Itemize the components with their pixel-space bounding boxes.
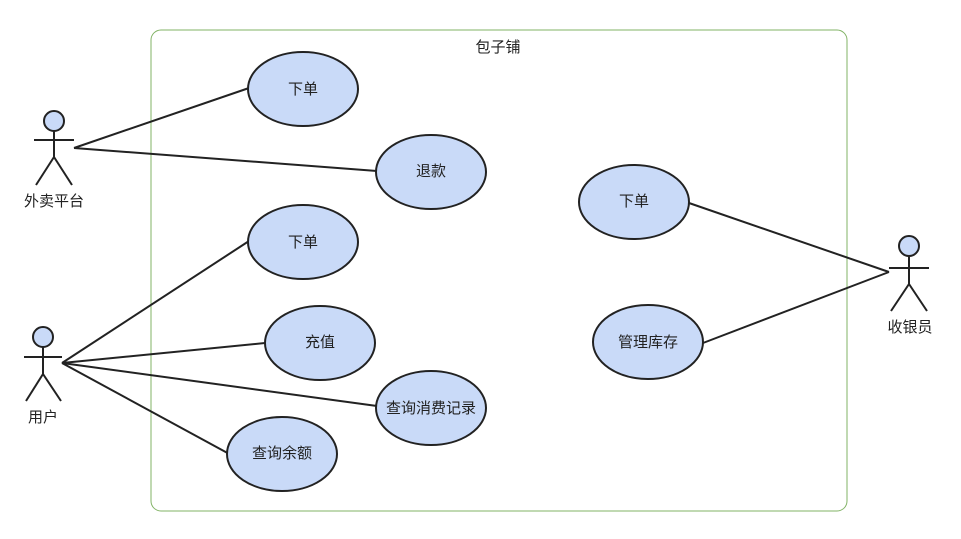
use-case-user-query-records[interactable]: 查询消费记录 xyxy=(375,370,487,446)
assoc-cashier-order xyxy=(688,202,890,273)
actor-head xyxy=(43,110,65,132)
actor-delivery-platform[interactable]: 外卖平台 xyxy=(24,110,84,210)
actor-label: 外卖平台 xyxy=(24,192,84,210)
use-case-label: 下单 xyxy=(619,192,649,210)
actor-head xyxy=(32,326,54,348)
assoc-platform-order xyxy=(73,87,250,149)
use-case-label: 查询消费记录 xyxy=(386,399,476,417)
actor-user[interactable]: 用户 xyxy=(24,326,62,426)
use-case-user-recharge[interactable]: 充值 xyxy=(264,305,376,381)
use-case-cashier-order[interactable]: 下单 xyxy=(578,164,690,240)
use-case-ellipse[interactable] xyxy=(264,305,376,381)
assoc-user-query-balance xyxy=(61,362,234,457)
use-case-ellipse[interactable] xyxy=(592,304,704,380)
use-case-ellipse[interactable] xyxy=(375,134,487,210)
use-case-label: 下单 xyxy=(288,233,318,251)
use-case-label: 退款 xyxy=(416,162,446,180)
use-case-ellipse[interactable] xyxy=(375,370,487,446)
actor-label: 收银员 xyxy=(887,318,932,336)
assoc-cashier-inventory xyxy=(702,271,890,344)
use-case-platform-refund[interactable]: 退款 xyxy=(375,134,487,210)
system-title: 包子铺 xyxy=(475,38,520,56)
use-case-user-order[interactable]: 下单 xyxy=(247,204,359,280)
actor-right-leg xyxy=(53,156,73,186)
actor-left-leg xyxy=(25,373,44,402)
use-case-label: 充值 xyxy=(305,333,335,351)
use-case-label: 管理库存 xyxy=(618,333,678,351)
actor-head xyxy=(898,235,920,257)
use-case-ellipse[interactable] xyxy=(247,204,359,280)
use-case-label: 下单 xyxy=(288,80,318,98)
use-case-label: 查询余额 xyxy=(252,444,312,462)
actor-cashier[interactable]: 收银员 xyxy=(887,235,933,336)
actor-left-leg xyxy=(35,156,55,186)
assoc-user-recharge xyxy=(61,342,266,364)
use-case-ellipse[interactable] xyxy=(578,164,690,240)
assoc-platform-refund xyxy=(73,147,378,172)
assoc-user-order xyxy=(61,240,250,364)
actor-label: 用户 xyxy=(28,408,58,426)
system-boundary-frame xyxy=(150,29,848,512)
use-case-platform-order[interactable]: 下单 xyxy=(247,51,359,127)
associations xyxy=(61,87,890,457)
use-case-user-query-balance[interactable]: 查询余额 xyxy=(226,416,338,492)
assoc-user-query-records xyxy=(61,362,378,407)
system-boundary: 包子铺 xyxy=(150,29,848,512)
use-case-ellipse[interactable] xyxy=(226,416,338,492)
actor-right-leg xyxy=(42,373,62,402)
use-case-cashier-inventory[interactable]: 管理库存 xyxy=(592,304,704,380)
use-case-ellipse[interactable] xyxy=(247,51,359,127)
actor-right-leg xyxy=(908,283,928,312)
actor-left-leg xyxy=(890,283,910,312)
